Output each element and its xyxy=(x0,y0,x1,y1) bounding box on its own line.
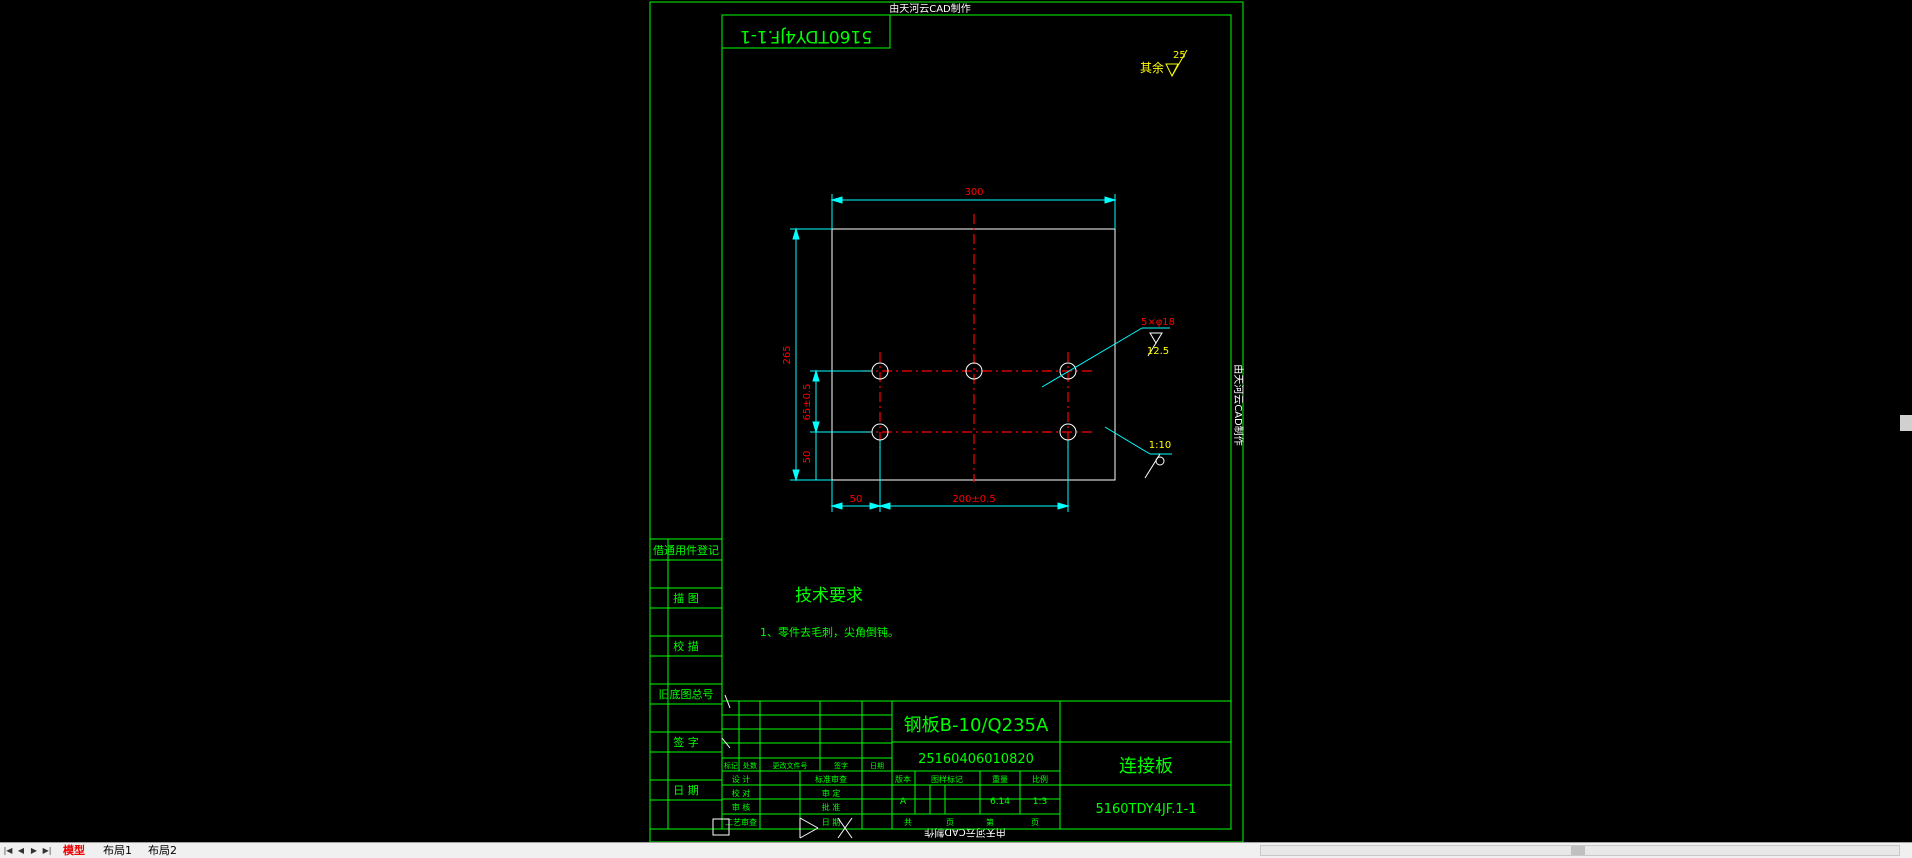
horizontal-scroll-thumb[interactable] xyxy=(1571,846,1585,855)
tab-layout1[interactable]: 布局1 xyxy=(103,844,132,857)
sheets-total-label: 共 xyxy=(904,818,912,827)
dim-width: 300 xyxy=(964,187,983,198)
side-label-5: 日 期 xyxy=(673,784,699,797)
dim-height: 265 xyxy=(782,345,793,364)
attr-header-0: 版本 xyxy=(895,774,911,784)
hole-roughness: 12.5 xyxy=(1147,346,1169,357)
tab-model[interactable]: 模型 xyxy=(63,844,85,857)
tech-title: 技术要求 xyxy=(795,586,863,606)
vertical-scrollbar[interactable] xyxy=(1898,0,1912,842)
sheet-no-label: 第 xyxy=(986,817,994,827)
drawing-no-upside: 5160TDY4JF.1-1 xyxy=(740,26,872,46)
hole-top-center xyxy=(965,362,983,380)
side-label-1: 描 图 xyxy=(673,591,699,605)
tab-layout2[interactable]: 布局2 xyxy=(148,844,177,857)
rev-header-4: 日期 xyxy=(870,762,884,770)
side-label-3: 旧底图总号 xyxy=(659,687,714,701)
role-mid-0: 标准审查 xyxy=(815,774,847,784)
material: 钢板B-10/Q235A xyxy=(904,715,1049,736)
side-label-0: 借通用件登记 xyxy=(653,543,719,557)
hole-roughness-icon xyxy=(1147,332,1163,357)
drawing-frame xyxy=(721,14,1232,830)
hole-top-right xyxy=(1059,362,1077,380)
scale: 1:3 xyxy=(1033,797,1047,807)
dim-h-offset: 50 xyxy=(850,494,863,505)
role-left-1: 校 对 xyxy=(732,788,751,798)
part-name: 连接板 xyxy=(1119,756,1173,777)
prev-tab-icon[interactable]: ◀ xyxy=(17,846,25,855)
roughness-prefix: 其余 xyxy=(1140,60,1164,75)
role-mid-2: 批 准 xyxy=(822,802,841,812)
weight: 6.14 xyxy=(990,797,1010,807)
watermark-bottom: 由天河云CAD制作 xyxy=(924,826,1006,839)
sheets-total-unit: 页 xyxy=(946,818,954,827)
tech-item: 1、零件去毛刺，尖角倒钝。 xyxy=(760,625,899,639)
dim-v-spacing: 65±0.5 xyxy=(802,383,813,420)
dim-holes: 5×φ18 xyxy=(1141,317,1175,328)
horizontal-scrollbar[interactable] xyxy=(1260,845,1900,856)
next-tab-icon[interactable]: ▶ xyxy=(30,846,38,855)
sheet-frame xyxy=(649,1,1244,842)
dim-v-offset: 50 xyxy=(802,451,813,464)
edge-angle-icon xyxy=(1144,453,1165,479)
vertical-scroll-thumb[interactable] xyxy=(1900,415,1912,431)
roughness-symbol-icon xyxy=(1165,49,1188,78)
role-mid-1: 审 定 xyxy=(822,788,841,798)
dimension-lines xyxy=(790,194,1172,512)
title-block-grid xyxy=(721,700,1232,830)
attr-header-1: 图样标记 xyxy=(931,774,963,784)
roughness-value: 25 xyxy=(1173,50,1186,61)
rev-header-1: 处数 xyxy=(743,761,757,770)
side-label-column xyxy=(649,538,723,830)
role-mid-3: 日 期 xyxy=(822,818,841,827)
role-left-2: 审 核 xyxy=(732,802,751,812)
rev-header-3: 签字 xyxy=(834,761,848,770)
layout-tab-bar: |◀ ◀ ▶ ▶| 模型 布局1 布局2 xyxy=(0,842,1912,858)
watermark-right: 由天河云CAD制作 xyxy=(1232,364,1245,446)
edge-roughness: 1:10 xyxy=(1149,440,1171,451)
title-drawing-no: 5160TDY4JF.1-1 xyxy=(1095,802,1196,817)
role-left-3: 工艺审查 xyxy=(725,817,757,827)
attr-header-2: 重量 xyxy=(992,774,1008,784)
first-tab-icon[interactable]: |◀ xyxy=(3,846,13,855)
rev-header-2: 更改文件号 xyxy=(773,761,808,770)
ucs-icon xyxy=(712,694,853,839)
side-label-4: 签 字 xyxy=(673,735,699,749)
attr-header-3: 比例 xyxy=(1032,774,1048,784)
centerlines xyxy=(862,214,1092,482)
dim-h-spacing: 200±0.5 xyxy=(952,494,995,505)
rev-header-0: 标记 xyxy=(724,761,738,770)
drawing-no-box xyxy=(721,14,891,49)
watermark-top: 由天河云CAD制作 xyxy=(889,2,971,15)
sheet-no-unit: 页 xyxy=(1031,818,1039,827)
version: A xyxy=(900,797,907,807)
role-left-0: 设 计 xyxy=(732,774,751,784)
last-tab-icon[interactable]: ▶| xyxy=(42,846,52,855)
part-code: 25160406010820 xyxy=(918,752,1034,767)
side-label-2: 校 描 xyxy=(673,639,699,653)
